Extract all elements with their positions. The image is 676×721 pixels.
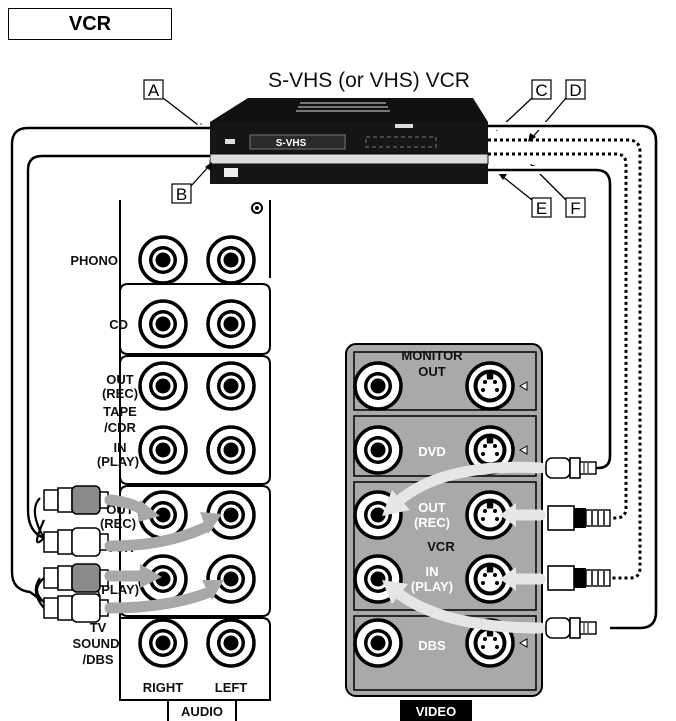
svideo-markers (518, 381, 528, 648)
tape-in-label: IN (114, 440, 127, 455)
vcr-deck (209, 98, 489, 184)
section-title: VCR (68, 12, 112, 35)
svg-text:E: E (536, 199, 547, 218)
phono-label: PHONO (70, 253, 118, 268)
video-vcr-out-label: OUT (418, 500, 446, 515)
video-cables (488, 122, 660, 632)
video-arrowheads (382, 490, 516, 604)
svideo-plug-vcr-out (547, 505, 611, 531)
tape-out-left-jack (206, 361, 256, 411)
video-arrows (388, 461, 546, 634)
audio-arrowheads (138, 500, 224, 600)
phono-right-jack (138, 235, 188, 285)
dbs-video-jack (353, 618, 403, 668)
callout-a: A (143, 79, 206, 131)
audio-plug-vcr-out-left (43, 527, 109, 557)
audio-plug-vcr-in-left (43, 593, 109, 623)
phono-left-jack (206, 235, 256, 285)
tape-in-right-jack (138, 425, 188, 475)
monitor-out-label: OUT (418, 364, 446, 379)
callout-d: D (528, 79, 586, 142)
tape-out-label: OUT (106, 372, 134, 387)
vcr-out-sublabel: (REC) (100, 516, 136, 531)
tv-left-jack (206, 618, 256, 668)
svg-text:C: C (535, 81, 547, 100)
video-vcr-out-sublabel: (REC) (414, 515, 450, 530)
audio-plug-vcr-out-right (43, 485, 109, 515)
vcr-title: S-VHS (or VHS) VCR (268, 69, 470, 92)
callout-e: E (498, 173, 552, 218)
audio-cables (8, 124, 210, 609)
video-plug-vcr-in (545, 617, 597, 639)
cd-right-jack (138, 299, 188, 349)
dvd-label: DVD (418, 444, 445, 459)
tape-in-sublabel: (PLAY) (97, 454, 139, 469)
video-vcr-name-label: VCR (427, 539, 455, 554)
video-vcr-in-sublabel: (PLAY) (411, 579, 453, 594)
callout-f: F (530, 164, 586, 218)
video-vcr-in-label: IN (426, 564, 439, 579)
svg-text:A: A (148, 81, 160, 100)
tape-in-left-jack (206, 425, 256, 475)
svg-text:F: F (570, 199, 580, 218)
vcr-badge: S-VHS (276, 138, 307, 149)
svg-text:D: D (569, 81, 581, 100)
monitor-video-jack (353, 361, 403, 411)
left-label: LEFT (215, 680, 248, 695)
dvd-video-jack (353, 425, 403, 475)
tv-right-jack (138, 618, 188, 668)
audio-panel (119, 200, 271, 721)
monitor-svideo-jack (465, 361, 515, 411)
video-section-label: VIDEO (416, 704, 456, 719)
tape-name-sublabel: /CDR (104, 420, 136, 435)
svideo-plug-vcr-in (547, 565, 611, 591)
monitor-label: MONITOR (401, 348, 463, 363)
audio-plug-vcr-in-right (43, 563, 109, 593)
svg-text:B: B (176, 185, 187, 204)
audio-section-label: AUDIO (181, 704, 223, 719)
callout-b: B (171, 162, 212, 204)
tape-name-label: TAPE (103, 404, 137, 419)
dbs-label: DBS (418, 638, 446, 653)
section-title-box: VCR (8, 8, 172, 40)
cd-left-jack (206, 299, 256, 349)
right-label: RIGHT (143, 680, 184, 695)
tv-label: TV (90, 620, 107, 635)
video-plug-vcr-out (545, 457, 597, 479)
tape-out-sublabel: (REC) (102, 386, 138, 401)
tv-dbs-label: /DBS (82, 652, 113, 667)
tv-sound-label: SOUND (73, 636, 120, 651)
tape-out-right-jack (138, 361, 188, 411)
cd-label: CD (109, 317, 128, 332)
